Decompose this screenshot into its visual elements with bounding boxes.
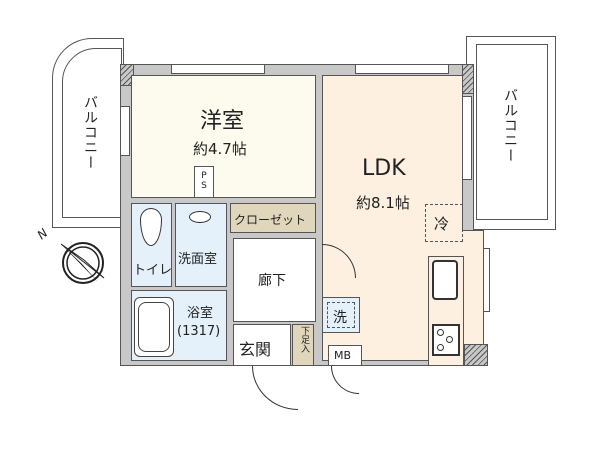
ps-label: PS	[199, 171, 209, 191]
toilet-label: トイレ	[133, 263, 173, 278]
balcony-left-inner	[62, 48, 122, 218]
mb-label: MB	[334, 349, 352, 362]
washer-dashed	[327, 302, 355, 328]
toilet-icon	[140, 208, 162, 246]
meter-box: MB	[328, 345, 362, 366]
balcony-right-label: バルコニー	[502, 88, 518, 163]
pipe-space: PS	[194, 166, 214, 198]
balcony-left-label: バルコニー	[82, 95, 98, 170]
ldk-name: LDK	[362, 156, 406, 181]
fridge-space: 冷	[425, 204, 463, 242]
wall-corner-br	[464, 344, 488, 366]
entrance-label: 玄関	[239, 340, 272, 359]
window-western	[171, 64, 265, 74]
ldk-kitchen-ext	[462, 230, 484, 361]
window-left	[120, 106, 130, 156]
stove-icon	[432, 324, 460, 356]
bathroom-label: 浴室	[187, 306, 214, 321]
hallway[interactable]	[233, 238, 316, 322]
western-room-size: 約4.7帖	[193, 140, 247, 158]
burner-icon	[446, 336, 453, 343]
burner-icon	[437, 329, 444, 336]
wall-corner-tr	[462, 64, 474, 94]
washer-space: 洗	[322, 297, 360, 333]
bathtub-inner	[138, 302, 170, 352]
hallway-label: 廊下	[258, 273, 286, 289]
mb-door[interactable]	[331, 366, 359, 394]
washer-label: 洗	[333, 310, 347, 326]
ldk-size: 約8.1帖	[356, 194, 410, 212]
window-right	[462, 96, 472, 180]
balcony-right-inner	[476, 44, 548, 220]
washbasin-icon	[189, 211, 211, 223]
sink-icon	[432, 260, 458, 300]
shoe-box-label: 下足入	[299, 326, 309, 353]
western-room[interactable]	[131, 75, 316, 198]
washroom-label: 洗面室	[178, 252, 218, 267]
bathroom-spec: (1317)	[177, 324, 221, 339]
western-room-name: 洋室	[200, 109, 245, 134]
shoe-box	[292, 324, 314, 366]
closet-label: クローゼット	[234, 213, 307, 227]
closet[interactable]	[230, 203, 316, 233]
compass-north-label: N	[34, 225, 51, 243]
entrance[interactable]	[233, 324, 291, 366]
compass	[58, 238, 108, 288]
entrance-door[interactable]	[252, 366, 298, 410]
compass-icon	[60, 242, 105, 284]
fridge-label: 冷	[434, 215, 450, 233]
window-ldk	[355, 64, 449, 74]
burner-icon	[437, 344, 444, 351]
